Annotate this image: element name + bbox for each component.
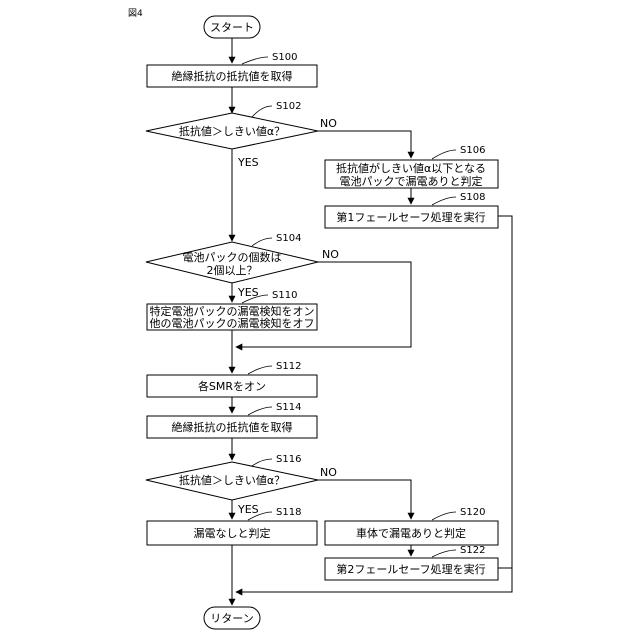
- no-label-s102: NO: [320, 117, 337, 130]
- s106-text-line1: 抵抗値がしきい値α以下となる: [336, 161, 486, 175]
- s112-step: S112: [276, 361, 301, 372]
- s114-step: S114: [276, 402, 301, 413]
- yes-label-s116: YES: [237, 503, 259, 516]
- s114-leader: [248, 407, 272, 415]
- s104-text-line1: 電池パックの個数は: [183, 251, 282, 264]
- s118-step: S118: [276, 507, 301, 518]
- s112-leader: [248, 366, 272, 374]
- s114-text: 絶縁抵抗の抵抗値を取得: [172, 420, 293, 434]
- s100-leader: [242, 57, 268, 64]
- s104-text-line2: 2個以上？: [207, 264, 258, 277]
- s120-text: 車体で漏電ありと判定: [356, 526, 466, 540]
- no-label-s116: NO: [320, 466, 337, 479]
- s122-leader: [432, 550, 456, 557]
- s108-step: S108: [460, 192, 485, 203]
- arrow-s116-no-s120: [318, 480, 411, 519]
- end-text: リターン: [210, 612, 253, 625]
- s106-text-line2: 電池パックで漏電ありと判定: [340, 174, 483, 188]
- s110-text-line2: 他の電池パックの漏電検知をオフ: [150, 316, 315, 330]
- s102-step: S102: [276, 101, 301, 112]
- s120-leader: [432, 512, 456, 520]
- s112-text: 各SMRをオン: [198, 379, 266, 393]
- node-start: スタート: [204, 16, 260, 38]
- s104-step: S104: [276, 233, 301, 244]
- s110-step: S110: [272, 290, 297, 301]
- figure-label: 図4: [128, 8, 143, 19]
- s108-text: 第1フェールセーフ処理を実行: [336, 210, 485, 224]
- start-text: スタート: [210, 21, 254, 34]
- s116-step: S116: [276, 454, 301, 465]
- s108-leader: [432, 197, 456, 205]
- yes-label-s102: YES: [237, 156, 259, 169]
- s102-text: 抵抗値＞しきい値α？: [179, 124, 285, 138]
- s120-step: S120: [460, 507, 485, 518]
- node-s116: 抵抗値＞しきい値α？ S116: [146, 454, 318, 500]
- s106-leader: [432, 150, 456, 159]
- s110-text-line1: 特定電池パックの漏電検知をオン: [150, 304, 315, 318]
- s102-leader: [252, 106, 272, 117]
- s122-text: 第2フェールセーフ処理を実行: [336, 562, 485, 576]
- node-end: リターン: [204, 607, 260, 629]
- s106-step: S106: [460, 145, 485, 156]
- s100-step: S100: [272, 52, 297, 63]
- s116-leader: [252, 459, 272, 466]
- s122-step: S122: [460, 545, 485, 556]
- arrow-s102-no-s106: [318, 131, 411, 158]
- no-label-s104: NO: [322, 248, 339, 261]
- s118-text: 漏電なしと判定: [194, 526, 271, 540]
- s116-text: 抵抗値＞しきい値α？: [179, 473, 285, 487]
- s100-text: 絶縁抵抗の抵抗値を取得: [172, 69, 293, 83]
- s104-leader: [252, 238, 272, 246]
